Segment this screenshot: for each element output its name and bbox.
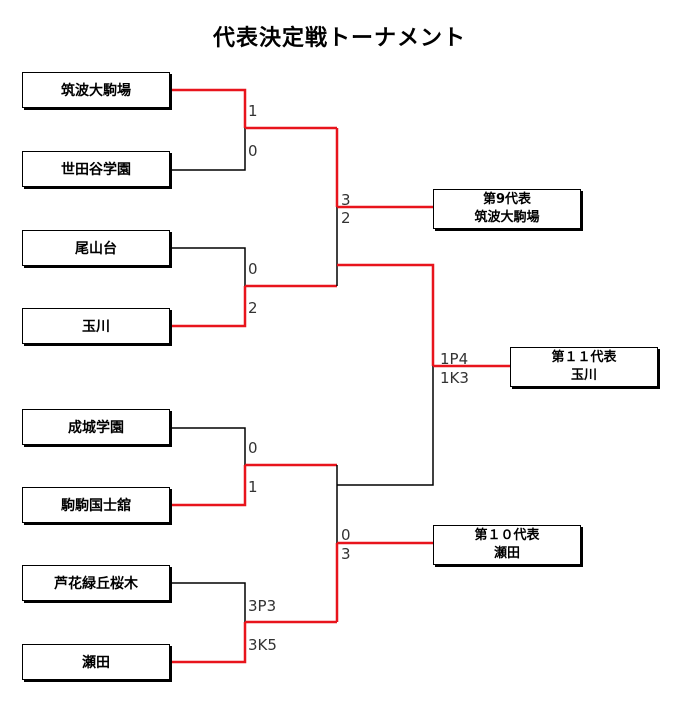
line-r1m2-bottom bbox=[172, 286, 247, 328]
score-label: 3P3 bbox=[248, 597, 277, 615]
score-label: 3 bbox=[341, 545, 351, 563]
team-box: 芦花緑丘桜木 bbox=[22, 565, 170, 601]
score-label: 2 bbox=[248, 299, 258, 317]
score-label: 0 bbox=[341, 526, 351, 544]
score-label: 0 bbox=[248, 142, 258, 160]
line-r1m4-bottom bbox=[172, 622, 247, 664]
score-label: 1K3 bbox=[440, 369, 469, 387]
result-box-rep10: 第１０代表 瀬田 bbox=[433, 525, 581, 565]
line-r1m1-top bbox=[172, 88, 247, 128]
result-team: 筑波大駒場 bbox=[474, 210, 540, 225]
score-label: 1P4 bbox=[440, 350, 469, 368]
line-r1m3-top bbox=[172, 427, 246, 465]
result-label: 第１１代表 bbox=[551, 350, 617, 365]
line-komakoma-final bbox=[337, 366, 434, 486]
result-label: 第9代表 bbox=[482, 192, 532, 207]
result-team: 瀬田 bbox=[493, 546, 520, 561]
line-r1m4-top bbox=[172, 582, 246, 622]
result-label: 第１０代表 bbox=[474, 528, 540, 543]
score-label: 0 bbox=[248, 439, 258, 457]
line-r1m2-top bbox=[172, 247, 246, 286]
team-box: 玉川 bbox=[22, 308, 170, 344]
score-label: 1 bbox=[248, 478, 258, 496]
result-team: 玉川 bbox=[570, 368, 597, 383]
team-box: 駒駒国士舘 bbox=[22, 487, 170, 523]
line-tamagawa-final bbox=[337, 263, 435, 366]
line-r1m1-bottom bbox=[172, 128, 246, 171]
page-title: 代表決定戦トーナメント bbox=[212, 26, 466, 51]
team-box: 世田谷学園 bbox=[22, 151, 170, 187]
score-label: 3K5 bbox=[248, 636, 277, 654]
team-box: 筑波大駒場 bbox=[22, 72, 170, 108]
score-label: 3 bbox=[341, 191, 351, 209]
line-r1m3-bottom bbox=[172, 465, 247, 507]
score-label: 0 bbox=[248, 260, 258, 278]
result-box-rep9: 第9代表 筑波大駒場 bbox=[433, 189, 581, 229]
result-box-rep11: 第１１代表 玉川 bbox=[510, 347, 658, 387]
team-box: 尾山台 bbox=[22, 230, 170, 266]
score-label: 2 bbox=[341, 209, 351, 227]
team-box: 成城学園 bbox=[22, 409, 170, 445]
team-box: 瀬田 bbox=[22, 644, 170, 680]
score-label: 1 bbox=[248, 102, 258, 120]
